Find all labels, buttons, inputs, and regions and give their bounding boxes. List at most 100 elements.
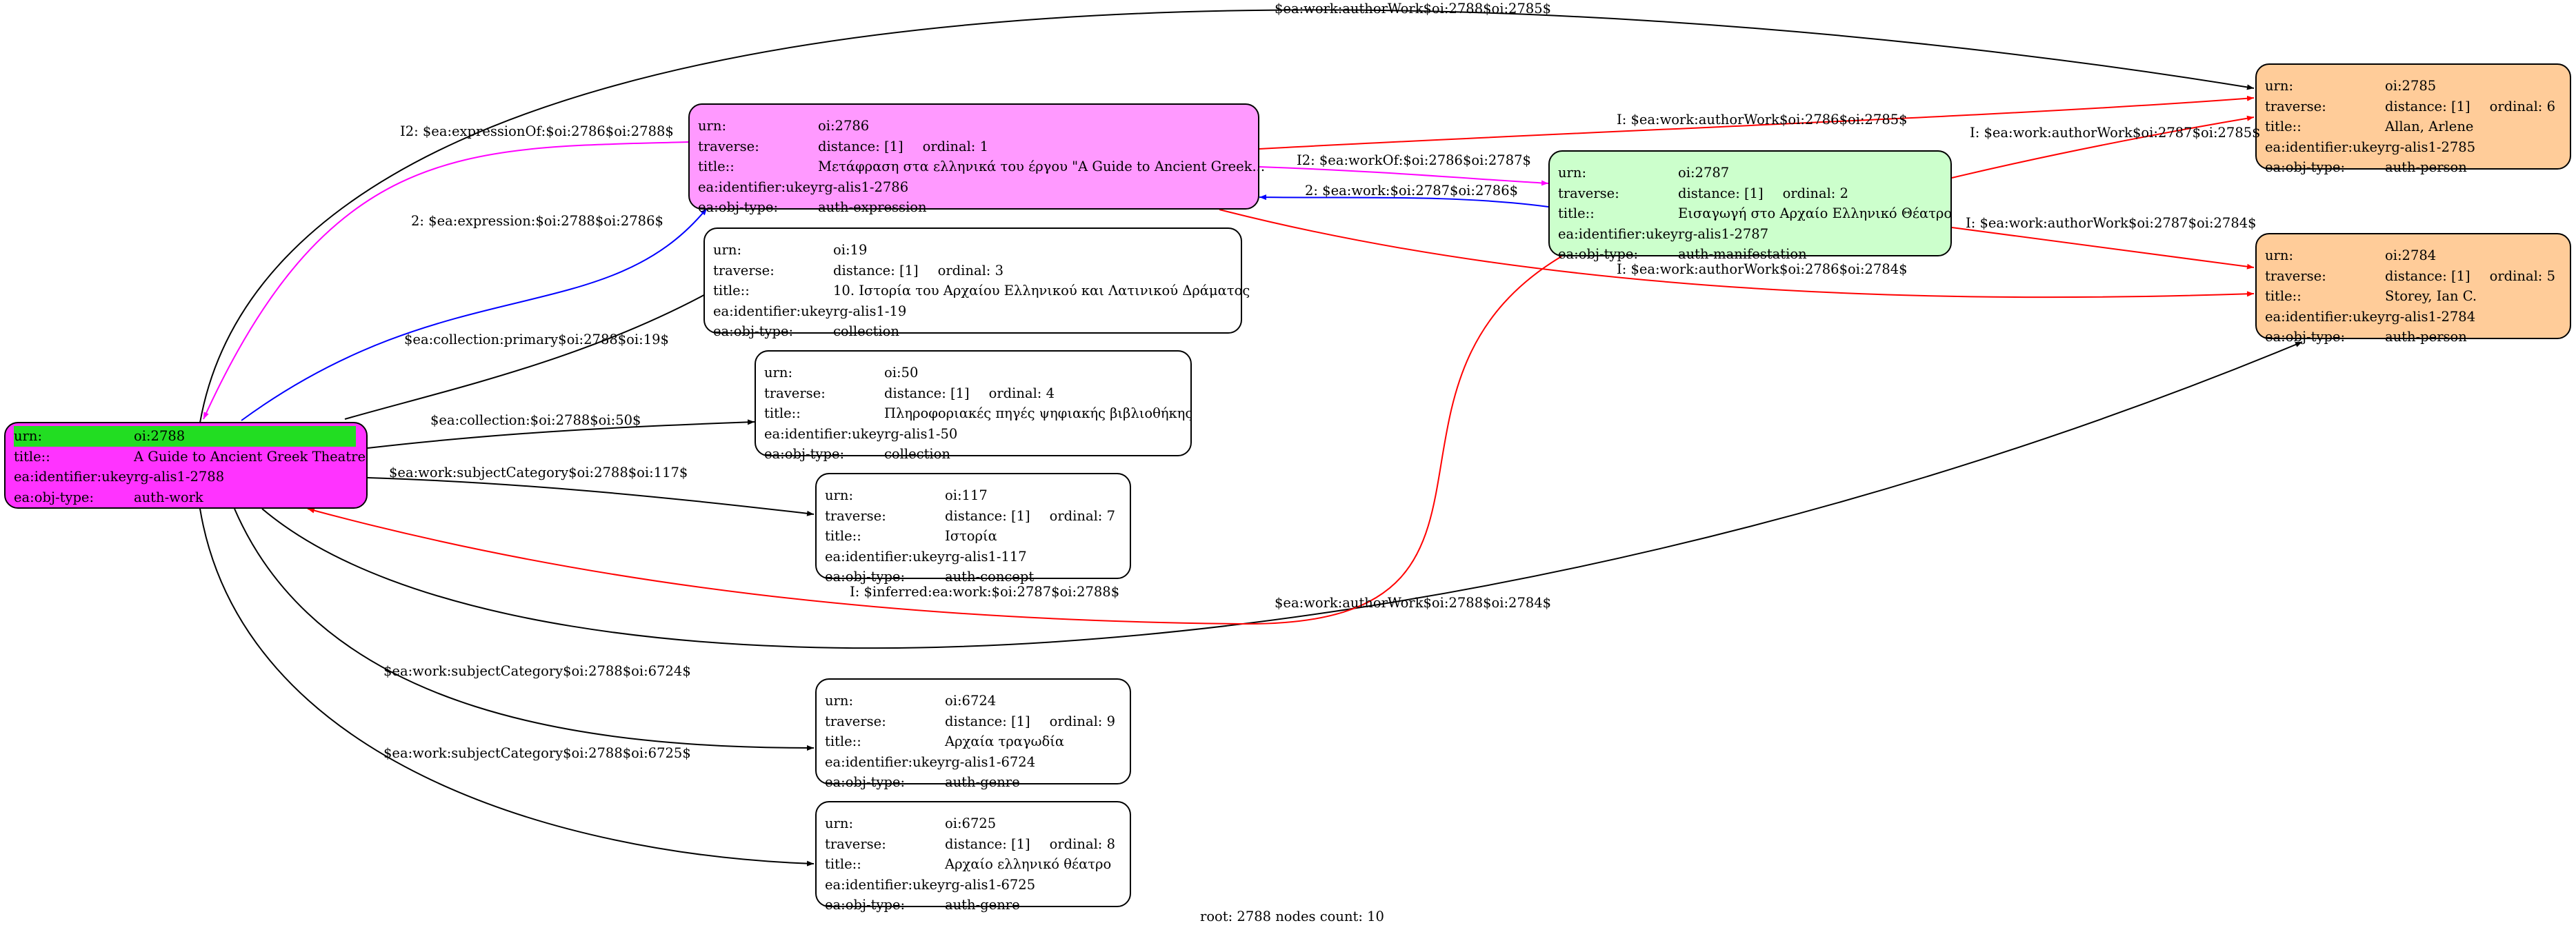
urn-value: oi:50: [884, 365, 919, 381]
urn-value: oi:19: [833, 242, 868, 258]
type-key: ea:obj-type:: [764, 446, 845, 462]
urn-value: oi:2788: [134, 426, 356, 447]
node-oi-2788[interactable]: urn:oi:2788 title::A Guide to Ancient Gr…: [4, 422, 368, 509]
title-key: title::: [825, 528, 861, 544]
urn-key: urn:: [825, 487, 854, 503]
distance-value: distance: [1]: [833, 262, 919, 278]
urn-key: urn:: [2265, 78, 2294, 94]
title-value: Allan, Arlene: [2385, 119, 2474, 134]
node-oi-117[interactable]: urn: oi:117 traverse: distance: [1] ordinal…: [815, 473, 1131, 585]
type-key: ea:obj-type:: [14, 489, 94, 505]
title-key: title::: [713, 283, 750, 298]
distance-value: distance: [1]: [945, 713, 1030, 729]
node-oi-6725[interactable]: urn:oi:6725 traverse:distance: [1]ordina…: [815, 801, 1131, 913]
traverse-key: traverse:: [825, 835, 886, 852]
urn-value: oi:117: [945, 487, 988, 503]
type-value: collection: [833, 323, 899, 339]
title-key: title::: [825, 733, 861, 749]
ordinal-value: ordinal: 5: [2489, 267, 2555, 284]
title-key: title::: [2265, 288, 2302, 304]
title-value: 10. Ιστορία του Αρχαίου Ελληνικού και Λα…: [833, 283, 1250, 298]
edge-authorwork-2786-2784: [1219, 209, 2255, 298]
title-value: Storey, Ian C.: [2385, 288, 2477, 304]
edge-label: 2: $ea:work:$oi:2787$oi:2786$: [1305, 183, 1519, 199]
ukey-key: ea:identifier:ukey: [764, 425, 884, 442]
title-value: Εισαγωγή στο Αρχαίο Ελληνικό Θέατρο: [1678, 205, 1953, 221]
type-key: ea:obj-type:: [2265, 159, 2346, 175]
urn-key: urn:: [825, 816, 854, 831]
node-oi-50[interactable]: urn:oi:50 traverse:distance: [1]ordinal:…: [755, 350, 1193, 462]
urn-key: urn:: [1558, 165, 1587, 181]
ukey-key: ea:identifier:ukey: [825, 876, 945, 893]
edge-label: $ea:work:subjectCategory$oi:2788$oi:117$: [389, 465, 688, 480]
distance-value: distance: [1]: [2385, 98, 2470, 114]
type-value: auth-genre: [945, 897, 1020, 913]
ukey-value: rg-alis1-2784: [2385, 308, 2476, 325]
ordinal-value: ordinal: 7: [1049, 507, 1115, 524]
edge-authorwork-2787-2785: [1951, 115, 2255, 179]
ukey-key: ea:identifier:ukey: [1558, 225, 1678, 242]
ukey-key: ea:identifier:ukey: [825, 548, 945, 565]
traverse-key: traverse:: [825, 507, 886, 524]
node-oi-2787[interactable]: urn: oi:2787 traverse: distance: [1] ordina…: [1548, 150, 1953, 262]
edge-authorwork-2788-2784: [261, 341, 2303, 649]
type-value: auth-manifestation: [1678, 246, 1807, 262]
type-key: ea:obj-type:: [713, 323, 794, 339]
node-oi-2786[interactable]: urn:oi:2786 traverse:distance: [1]ordina…: [688, 103, 1265, 215]
type-value: auth-expression: [818, 199, 927, 215]
edge-subjectcategory-2788-6724: [234, 508, 815, 751]
traverse-key: traverse:: [2265, 267, 2326, 284]
ukey-value: rg-alis1-19: [833, 303, 907, 319]
edge-label: $ea:work:authorWork$oi:2788$oi:2785$: [1275, 1, 1552, 17]
title-value: Ιστορία: [945, 528, 997, 544]
type-value: auth-genre: [945, 774, 1020, 790]
urn-key: urn:: [713, 242, 742, 258]
urn-value: oi:2787: [1678, 165, 1730, 181]
traverse-key: traverse:: [1558, 185, 1619, 201]
edge-label: $ea:work:authorWork$oi:2788$oi:2784$: [1275, 595, 1552, 611]
distance-value: distance: [1]: [945, 507, 1030, 524]
title-key: title::: [14, 448, 50, 465]
node-oi-2784[interactable]: urn:oi:2784 traverse:distance: [1]ordina…: [2255, 233, 2571, 345]
ordinal-value: ordinal: 9: [1049, 713, 1115, 729]
ukey-value: rg-alis1-50: [884, 425, 958, 442]
urn-value: oi:6725: [945, 816, 997, 831]
type-value: collection: [884, 446, 950, 462]
traverse-key: traverse:: [825, 713, 886, 729]
type-key: ea:obj-type:: [825, 897, 906, 913]
type-key: ea:obj-type:: [2265, 329, 2346, 345]
ukey-key: ea:identifier:ukey: [713, 303, 833, 319]
traverse-key: traverse:: [2265, 98, 2326, 114]
ukey-value: rg-alis1-6725: [945, 876, 1036, 893]
edge-label: $ea:collection:$oi:2788$oi:50$: [430, 412, 641, 428]
title-value: Πληροφοριακές πηγές ψηφιακής βιβλιοθήκης: [884, 405, 1193, 421]
node-oi-2785[interactable]: urn:oi:2785 traverse:distance: [1]ordina…: [2255, 63, 2571, 175]
edge-expression-2788-2786: [241, 207, 708, 421]
type-value: auth-concept: [945, 569, 1035, 585]
title-key: title::: [825, 856, 861, 872]
type-value: auth-person: [2385, 159, 2467, 175]
title-value: A Guide to Ancient Greek Theatre: [134, 448, 366, 465]
node-oi-6724[interactable]: urn:oi:6724 traverse:distance: [1]ordina…: [815, 678, 1131, 790]
ukey-key: ea:identifier:ukey: [2265, 308, 2385, 325]
ukey-value: rg-alis1-2787: [1678, 225, 1769, 242]
edge-label: I: $ea:work:authorWork$oi:2787$oi:2785$: [1970, 125, 2261, 141]
ukey-key: ea:identifier:ukey: [698, 179, 818, 195]
edge-workof-2786-2787: [1259, 166, 1549, 186]
ukey-value: rg-alis1-6724: [945, 753, 1036, 770]
distance-value: distance: [1]: [2385, 267, 2470, 284]
node-oi-19[interactable]: urn:oi:19 traverse:distance: [1]ordinal:…: [703, 227, 1250, 339]
ukey-value: rg-alis1-2785: [2385, 139, 2476, 155]
edge-authorwork-2786-2785: [1259, 95, 2255, 150]
distance-value: distance: [1]: [1678, 185, 1764, 201]
distance-value: distance: [1]: [818, 138, 903, 154]
edge-label: I2: $ea:workOf:$oi:2786$oi:2787$: [1297, 152, 1531, 168]
title-value: Μετάφραση στα ελληνικά του έργου "A Guid…: [818, 159, 1266, 174]
type-key: ea:obj-type:: [825, 774, 906, 790]
edge-subjectcategory-2788-117: [367, 477, 815, 516]
type-value: auth-person: [2385, 329, 2467, 345]
urn-value: oi:2785: [2385, 78, 2437, 94]
ordinal-value: ordinal: 2: [1782, 185, 1848, 201]
edge-label: $ea:work:subjectCategory$oi:2788$oi:6725…: [383, 745, 691, 761]
edge-collection-primary-2788-19: [344, 284, 723, 420]
